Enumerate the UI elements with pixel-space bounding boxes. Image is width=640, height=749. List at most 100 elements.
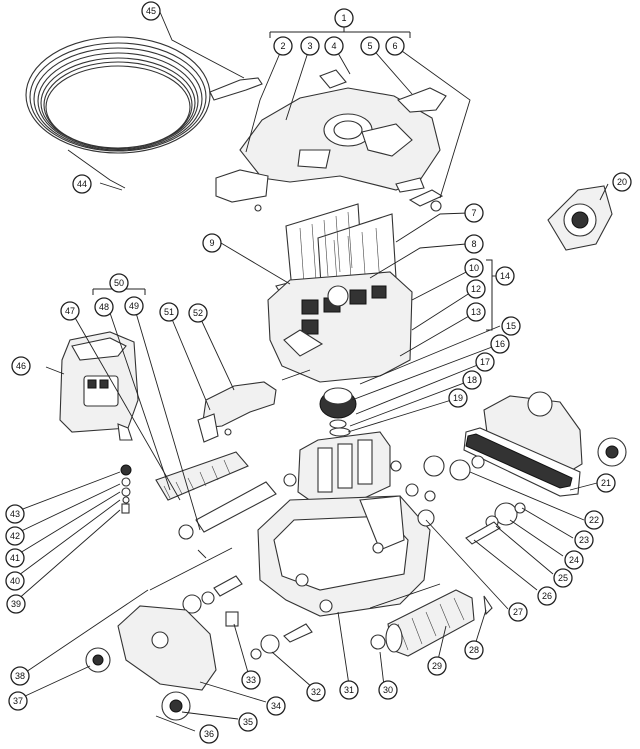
callout-7: 7 xyxy=(464,203,484,223)
callout-6: 6 xyxy=(385,36,405,56)
callout-26: 26 xyxy=(537,586,557,606)
svg-text:51: 51 xyxy=(164,307,174,317)
callout-24: 24 xyxy=(564,550,584,570)
chassis-base xyxy=(257,495,434,617)
top-cover-assembly xyxy=(215,69,447,212)
svg-text:46: 46 xyxy=(16,361,26,371)
svg-text:43: 43 xyxy=(10,509,20,519)
callout-5: 5 xyxy=(360,36,380,56)
callout-labels: 1 2 3 4 5 6 7 8 9 10 12 13 14 15 16 17 1… xyxy=(5,1,632,744)
svg-text:19: 19 xyxy=(453,393,463,403)
svg-text:9: 9 xyxy=(209,238,214,248)
svg-text:2: 2 xyxy=(280,41,285,51)
svg-text:22: 22 xyxy=(589,515,599,525)
svg-text:42: 42 xyxy=(10,531,20,541)
callout-27: 27 xyxy=(508,602,528,622)
callout-50: 50 xyxy=(109,273,129,293)
callout-21: 21 xyxy=(596,473,616,493)
callout-40: 40 xyxy=(5,571,25,591)
svg-text:23: 23 xyxy=(579,535,589,545)
callout-47: 47 xyxy=(60,301,80,321)
svg-text:20: 20 xyxy=(617,177,627,187)
svg-text:50: 50 xyxy=(114,278,124,288)
svg-text:31: 31 xyxy=(344,685,354,695)
callout-15: 15 xyxy=(501,316,521,336)
rear-brush-assembly xyxy=(120,451,277,559)
callout-23: 23 xyxy=(574,530,594,550)
callout-18: 18 xyxy=(462,370,482,390)
svg-text:44: 44 xyxy=(77,179,87,189)
callout-12: 12 xyxy=(466,279,486,299)
svg-text:17: 17 xyxy=(480,357,490,367)
svg-text:49: 49 xyxy=(129,301,139,311)
pump-motor xyxy=(319,387,357,437)
callout-10: 10 xyxy=(464,258,484,278)
callout-14: 14 xyxy=(495,266,515,286)
svg-text:38: 38 xyxy=(15,671,25,681)
svg-text:1: 1 xyxy=(341,13,346,23)
callout-22: 22 xyxy=(584,510,604,530)
left-track-assembly xyxy=(85,547,233,721)
svg-text:37: 37 xyxy=(13,696,23,706)
callout-28: 28 xyxy=(464,640,484,660)
svg-text:30: 30 xyxy=(383,685,393,695)
bracket-lines xyxy=(92,18,493,331)
callout-38: 38 xyxy=(10,666,30,686)
callout-39: 39 xyxy=(6,594,26,614)
callout-44: 44 xyxy=(72,174,92,194)
svg-text:10: 10 xyxy=(469,263,479,273)
right-gears xyxy=(405,455,526,545)
callout-1: 1 xyxy=(334,8,354,28)
svg-text:12: 12 xyxy=(471,284,481,294)
svg-text:16: 16 xyxy=(495,339,505,349)
power-supply-unit xyxy=(59,331,139,441)
side-gear-plate xyxy=(547,185,613,251)
callout-4: 4 xyxy=(324,36,344,56)
svg-text:47: 47 xyxy=(65,306,75,316)
svg-text:21: 21 xyxy=(601,478,611,488)
svg-text:25: 25 xyxy=(558,573,568,583)
svg-text:4: 4 xyxy=(331,41,336,51)
front-brush-roller xyxy=(369,583,493,657)
svg-text:41: 41 xyxy=(10,553,20,563)
svg-text:40: 40 xyxy=(10,576,20,586)
side-handle xyxy=(197,381,277,443)
callout-37: 37 xyxy=(8,691,28,711)
callout-31: 31 xyxy=(339,680,359,700)
callout-49: 49 xyxy=(124,296,144,316)
svg-text:36: 36 xyxy=(204,729,214,739)
callout-46: 46 xyxy=(11,356,31,376)
callout-3: 3 xyxy=(300,36,320,56)
svg-text:24: 24 xyxy=(569,555,579,565)
svg-text:13: 13 xyxy=(471,307,481,317)
callout-52: 52 xyxy=(188,303,208,323)
motor-unit xyxy=(283,431,402,507)
svg-text:5: 5 xyxy=(367,41,372,51)
svg-text:18: 18 xyxy=(467,375,477,385)
callout-30: 30 xyxy=(378,680,398,700)
callout-2: 2 xyxy=(273,36,293,56)
svg-text:27: 27 xyxy=(513,607,523,617)
callout-29: 29 xyxy=(427,656,447,676)
callout-43: 43 xyxy=(5,504,25,524)
svg-text:15: 15 xyxy=(506,321,516,331)
svg-text:26: 26 xyxy=(542,591,552,601)
callout-17: 17 xyxy=(475,352,495,372)
svg-text:48: 48 xyxy=(99,302,109,312)
callout-20: 20 xyxy=(612,172,632,192)
svg-text:14: 14 xyxy=(500,271,510,281)
svg-text:6: 6 xyxy=(392,41,397,51)
svg-text:33: 33 xyxy=(246,675,256,685)
callout-19: 19 xyxy=(448,388,468,408)
svg-text:35: 35 xyxy=(243,717,253,727)
callout-25: 25 xyxy=(553,568,573,588)
svg-text:28: 28 xyxy=(469,645,479,655)
svg-text:7: 7 xyxy=(471,208,476,218)
callout-36: 36 xyxy=(199,724,219,744)
callout-9: 9 xyxy=(202,233,222,253)
floating-cable-coil xyxy=(25,36,263,189)
callout-32: 32 xyxy=(306,682,326,702)
svg-text:3: 3 xyxy=(307,41,312,51)
svg-text:52: 52 xyxy=(193,308,203,318)
